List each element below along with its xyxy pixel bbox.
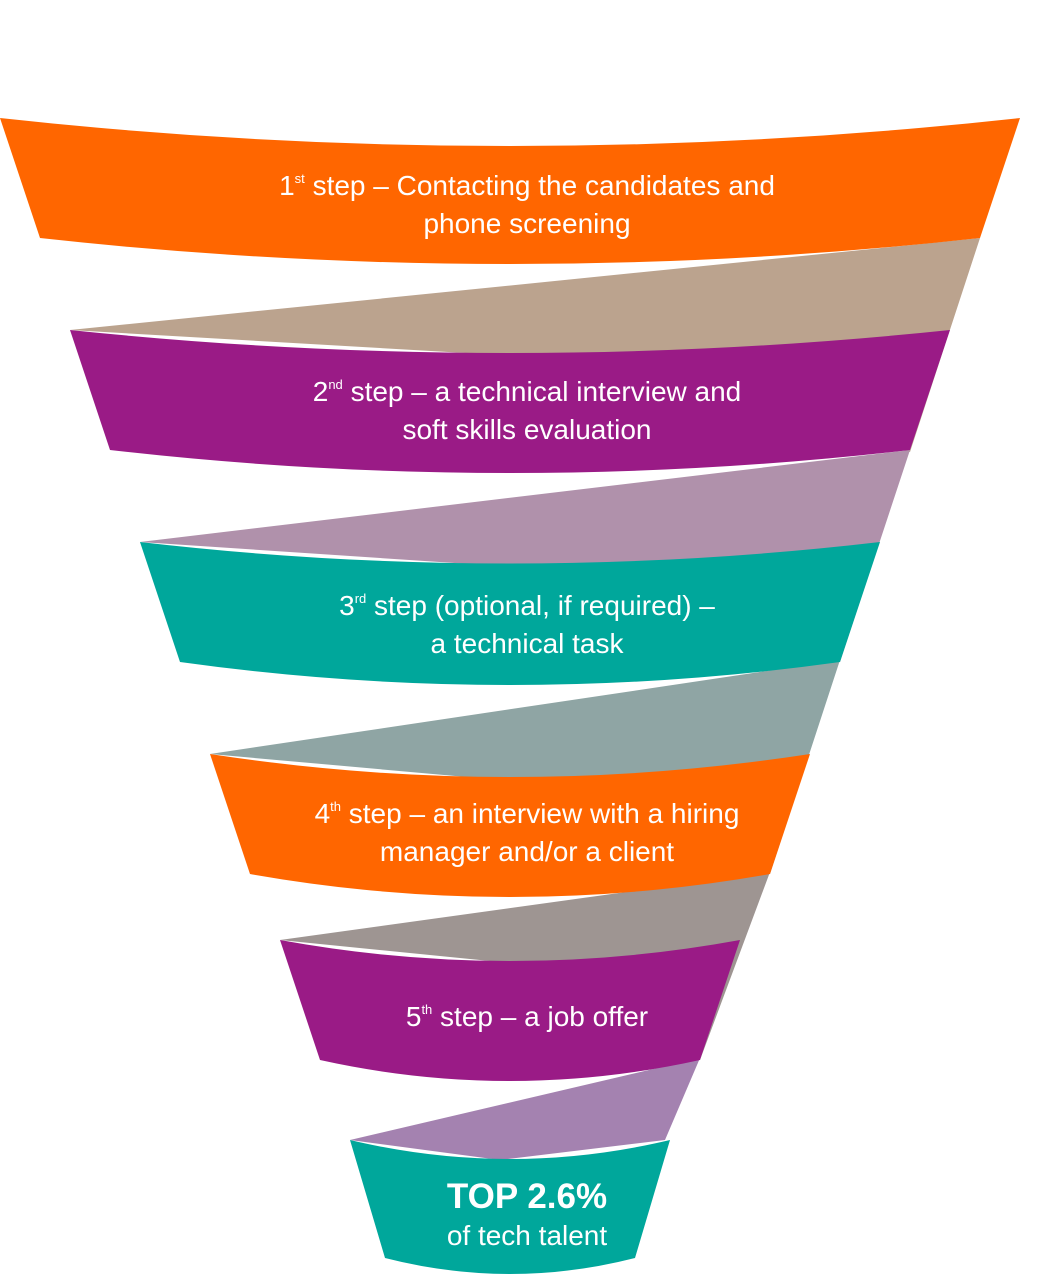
stage-band-3	[140, 542, 880, 685]
stage-ordinal-suffix: st	[294, 171, 305, 186]
stage-label-3: 3rd step (optional, if required) – a tec…	[0, 587, 1054, 663]
stage-label-line2: soft skills evaluation	[402, 414, 652, 445]
stage-ordinal-suffix: th	[330, 799, 341, 814]
stage-band-final	[350, 1140, 670, 1274]
connector-5-6	[350, 1058, 700, 1160]
stage-band-5	[280, 940, 740, 1081]
stage-label-line1: step (optional, if required) –	[366, 590, 715, 621]
stage-label-line2: phone screening	[423, 208, 631, 239]
stage-label-1: 1st step – Contacting the candidates and…	[0, 167, 1054, 243]
stage-ordinal: 5	[405, 1001, 422, 1032]
stage-ordinal: 4	[314, 798, 331, 829]
final-subtitle: of tech talent	[446, 1220, 608, 1251]
stage-ordinal-suffix: rd	[354, 591, 367, 606]
stage-ordinal: 2	[312, 376, 329, 407]
stage-label-2: 2nd step – a technical interview and sof…	[0, 373, 1054, 449]
final-label: TOP 2.6% of tech talent	[0, 1177, 1054, 1255]
stage-ordinal: 3	[339, 590, 355, 621]
stage-ordinal-suffix: th	[421, 1002, 433, 1017]
stage-label-4: 4th step – an interview with a hiring ma…	[0, 795, 1054, 871]
final-title: TOP 2.6%	[446, 1177, 608, 1216]
stage-label-line2: manager and/or a client	[379, 836, 675, 867]
stage-band-2	[70, 330, 950, 473]
stage-band-4	[210, 754, 810, 897]
stage-band-1	[0, 118, 1020, 264]
stage-label-line1: step – a technical interview and	[342, 376, 742, 407]
stage-label-line2: a technical task	[430, 628, 624, 659]
stage-label-line1: step – Contacting the candidates and	[304, 170, 775, 201]
stage-label-line1: step – an interview with a hiring	[340, 798, 740, 829]
stage-label-line1: step – a job offer	[432, 1001, 649, 1032]
stage-ordinal-suffix: nd	[328, 377, 343, 392]
stage-ordinal: 1	[279, 170, 295, 201]
stage-label-5: 5th step – a job offer	[0, 998, 1054, 1036]
